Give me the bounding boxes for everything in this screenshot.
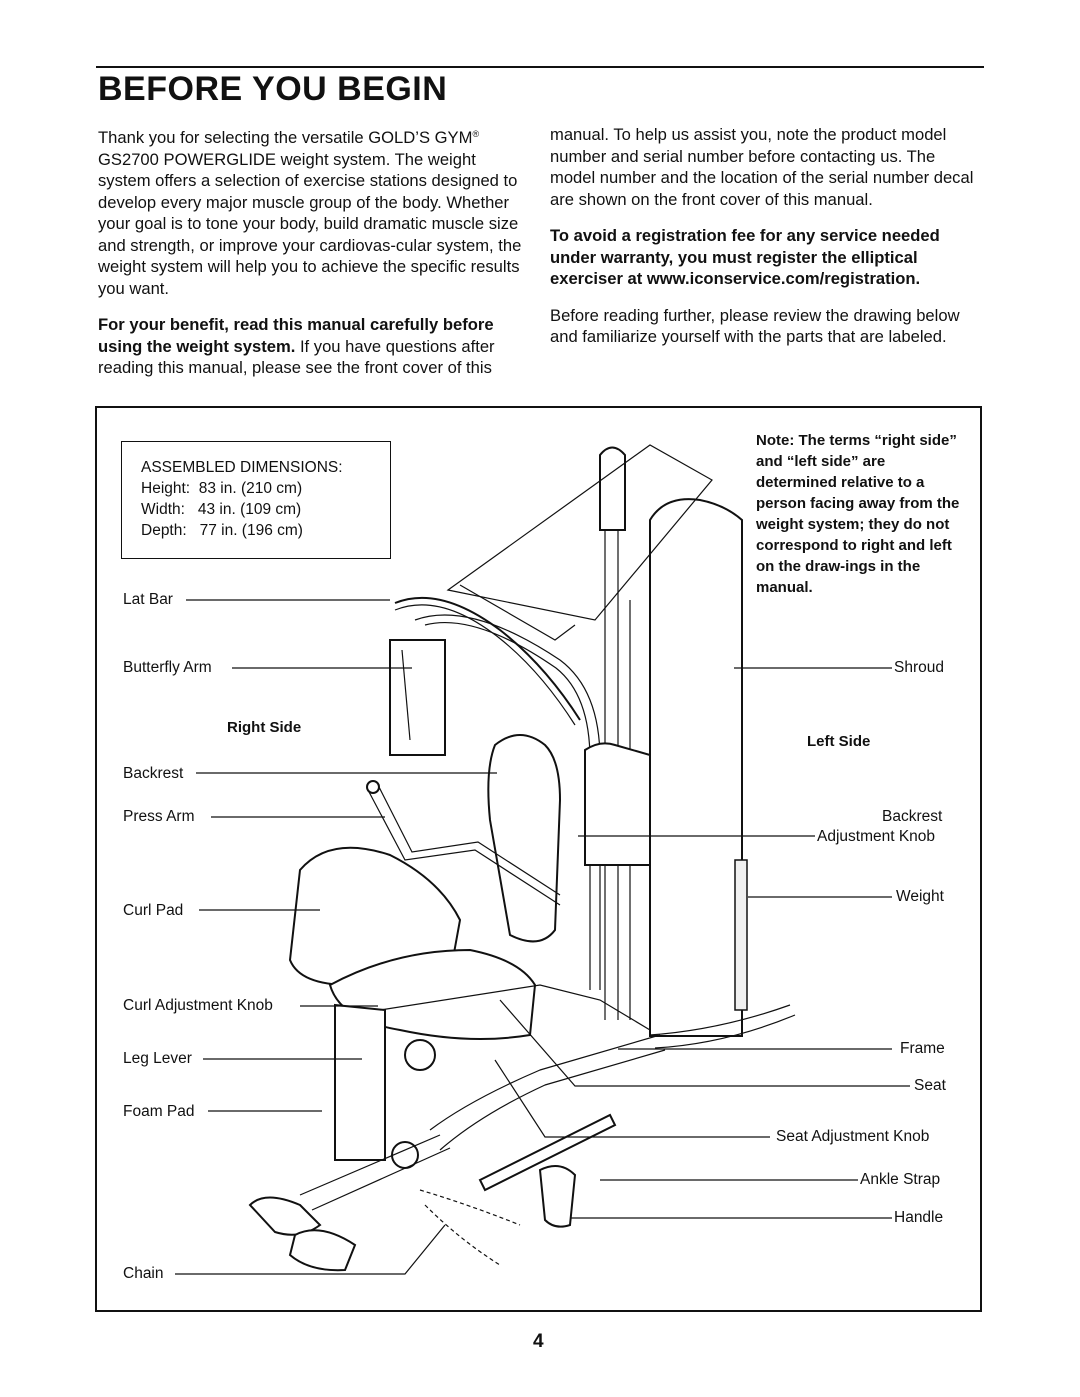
orientation-note: Note: The terms “right side” and “left s… <box>756 432 960 596</box>
right-side-label: Right Side <box>227 719 302 736</box>
label-backrest: Backrest <box>123 765 184 782</box>
label-backrest-right: Backrest <box>882 808 943 825</box>
assembled-dimensions-box: ASSEMBLED DIMENSIONS: Height: 83 in. (21… <box>121 441 391 559</box>
dimensions-heading: ASSEMBLED DIMENSIONS: <box>141 459 343 476</box>
label-seat-adjustment-knob: Seat Adjustment Knob <box>776 1128 930 1145</box>
label-seat: Seat <box>914 1077 946 1094</box>
intro-paragraph-3: manual. To help us assist you, note the … <box>550 125 974 209</box>
label-frame: Frame <box>900 1040 945 1057</box>
label-backrest-adjustment-knob: Adjustment Knob <box>817 828 936 845</box>
page-title: BEFORE YOU BEGIN <box>98 70 448 108</box>
label-lat-bar: Lat Bar <box>123 591 173 608</box>
label-foam-pad: Foam Pad <box>123 1103 195 1120</box>
label-chain: Chain <box>123 1265 164 1282</box>
registration-notice: To avoid a registration fee for any serv… <box>550 226 940 288</box>
intro-paragraph-2: For your benefit, read this manual caref… <box>98 315 495 377</box>
label-leg-lever: Leg Lever <box>123 1050 192 1067</box>
dimension-depth: Depth: 77 in. (196 cm) <box>141 522 303 539</box>
label-press-arm: Press Arm <box>123 808 195 825</box>
label-butterfly-arm: Butterfly Arm <box>123 659 212 676</box>
diagram-frame <box>95 406 982 1312</box>
dimension-height: Height: 83 in. (210 cm) <box>141 480 303 497</box>
page-number: 4 <box>533 1331 544 1352</box>
intro-right-column: manual. To help us assist you, note the … <box>550 124 982 363</box>
label-ankle-strap: Ankle Strap <box>860 1171 941 1188</box>
dimension-width: Width: 43 in. (109 cm) <box>141 501 302 518</box>
intro-left-column: Thank you for selecting the versatile GO… <box>98 124 530 394</box>
top-rule <box>96 66 984 68</box>
label-shroud: Shroud <box>894 659 944 676</box>
left-side-label: Left Side <box>807 733 871 750</box>
label-curl-adjustment-knob: Curl Adjustment Knob <box>123 997 273 1014</box>
label-curl-pad: Curl Pad <box>123 902 184 919</box>
label-weight: Weight <box>896 888 944 905</box>
intro-paragraph-1: Thank you for selecting the versatile GO… <box>98 128 522 298</box>
registered-mark: ® <box>472 129 480 139</box>
intro-paragraph-5: Before reading further, please review th… <box>550 305 960 347</box>
label-handle: Handle <box>894 1209 944 1226</box>
